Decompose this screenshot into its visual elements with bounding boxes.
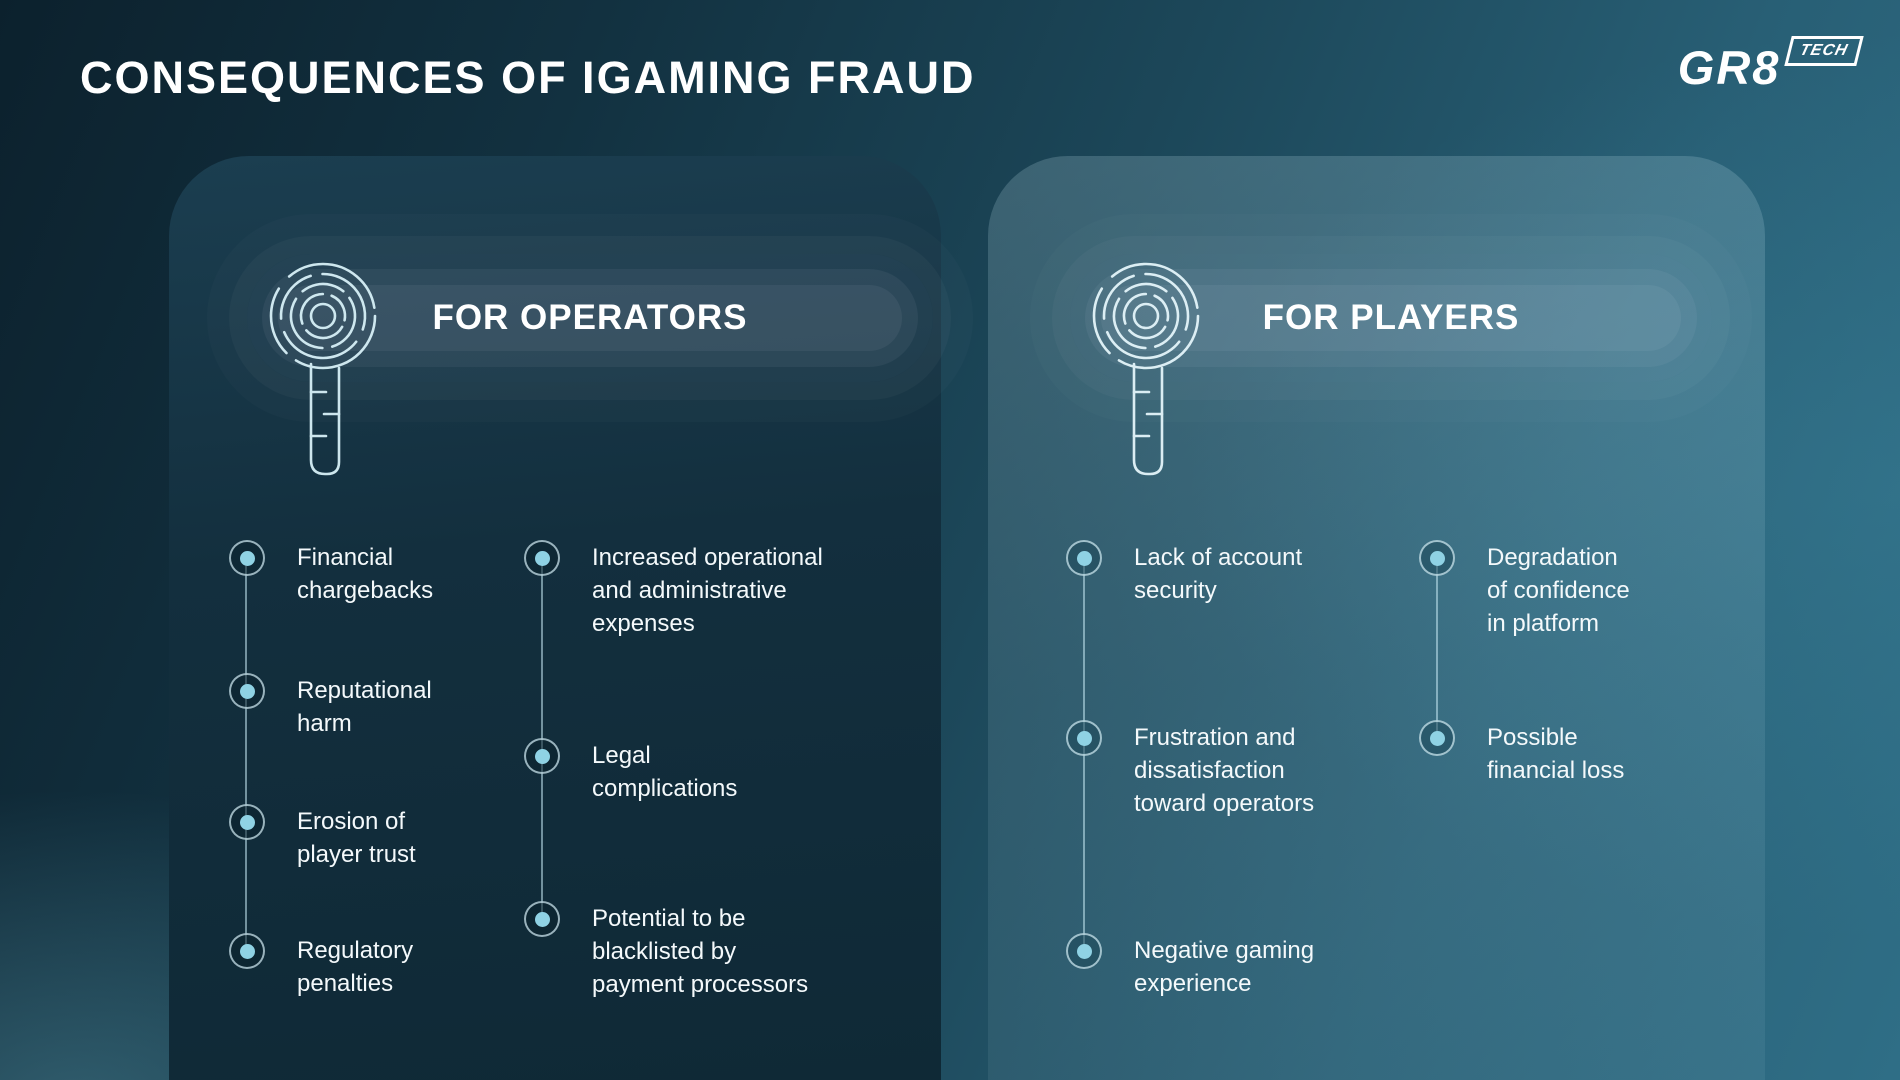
list-item: Negative gaming experience	[1066, 933, 1314, 1000]
list-item: Financial chargebacks	[229, 540, 433, 607]
bullet-icon	[1066, 720, 1102, 756]
card-operators: FOR OPERATORS Financial chargebacks Repu…	[169, 156, 941, 1080]
tech-badge: TECH	[1784, 36, 1864, 66]
list-item-text: Frustration and dissatisfaction toward o…	[1134, 724, 1315, 817]
page-title: CONSEQUENCES OF IGAMING FRAUD	[80, 52, 976, 103]
gr8-logo-text: GR8	[1677, 41, 1781, 94]
fingerprint-key-icon	[269, 262, 377, 476]
list-item: Increased operational and administrative…	[524, 540, 823, 640]
bullet-icon	[524, 901, 560, 937]
bullet-icon	[524, 540, 560, 576]
list-item: Legal complications	[524, 738, 737, 805]
list-item: Possible financial loss	[1419, 720, 1624, 787]
list-item-text: Negative gaming experience	[1134, 937, 1315, 997]
list-item-text: Reputational harm	[297, 677, 432, 737]
card-players: FOR PLAYERS Lack of account security Fru…	[988, 156, 1765, 1080]
column-connector-line	[1436, 558, 1438, 738]
column-connector-line	[245, 558, 247, 951]
bullet-icon	[229, 673, 265, 709]
bullet-icon	[229, 540, 265, 576]
bullet-icon	[229, 933, 265, 969]
list-item-text: Possible financial loss	[1487, 724, 1625, 784]
list-item-text: Degradation of confidence in platform	[1487, 544, 1630, 637]
bullet-icon	[1419, 720, 1455, 756]
bullet-icon	[1066, 540, 1102, 576]
list-item: Regulatory penalties	[229, 933, 413, 1000]
list-item-text: Legal complications	[592, 742, 738, 802]
list-item: Potential to be blacklisted by payment p…	[524, 901, 808, 1001]
list-item: Erosion of player trust	[229, 804, 416, 871]
card-title: FOR PLAYERS	[1262, 298, 1520, 337]
list-item-text: Regulatory penalties	[297, 937, 414, 997]
list-item: Degradation of confidence in platform	[1419, 540, 1630, 640]
bullet-icon	[524, 738, 560, 774]
bullet-icon	[1419, 540, 1455, 576]
fingerprint-key-icon	[1092, 262, 1200, 476]
bullet-icon	[229, 804, 265, 840]
list-item: Lack of account security	[1066, 540, 1302, 607]
list-item-text: Lack of account security	[1134, 544, 1303, 604]
card-title: FOR OPERATORS	[432, 298, 748, 337]
bullet-icon	[1066, 933, 1102, 969]
list-item-text: Financial chargebacks	[297, 544, 434, 604]
gr8tech-logo: GR8 TECH	[1677, 36, 1864, 94]
card-title-pill: FOR OPERATORS	[247, 254, 933, 382]
list-item-text: Potential to be blacklisted by payment p…	[592, 905, 809, 998]
list-item-text: Increased operational and administrative…	[592, 544, 823, 637]
list-item-text: Erosion of player trust	[297, 808, 416, 868]
list-item: Reputational harm	[229, 673, 432, 740]
list-item: Frustration and dissatisfaction toward o…	[1066, 720, 1314, 820]
